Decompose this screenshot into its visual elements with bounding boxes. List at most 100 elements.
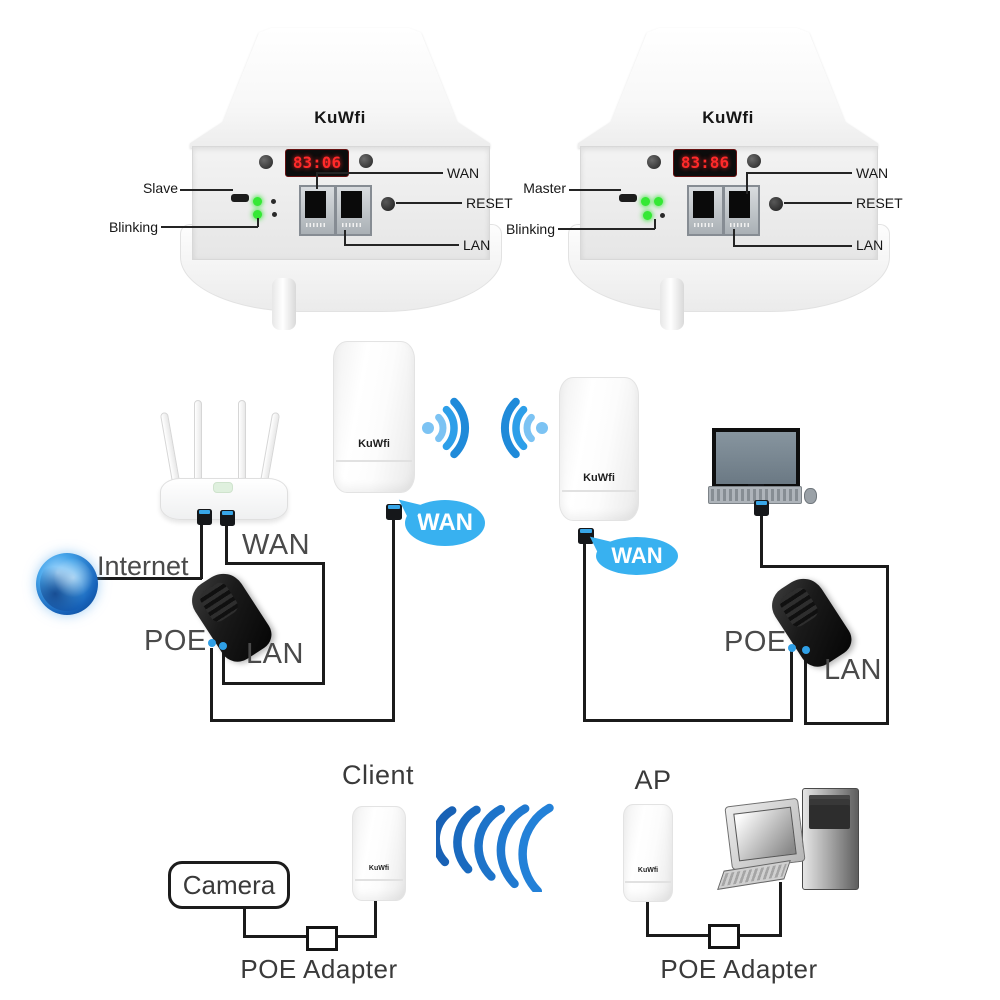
- wan-speech-bubble: WAN: [405, 500, 485, 546]
- lan-label: LAN: [246, 638, 304, 670]
- wifi-signal-left-icon: [500, 397, 548, 459]
- callout-line: [396, 202, 462, 204]
- monitor: [712, 428, 800, 488]
- lan-label: LAN: [824, 654, 882, 686]
- ethernet-cable: [210, 719, 395, 722]
- cpe-device-master: KuWfi 83:86: [558, 28, 898, 330]
- screw-icon: [647, 155, 661, 169]
- indicator-dot: [660, 213, 665, 218]
- ethernet-cable: [583, 719, 793, 722]
- ethernet-cable: [222, 649, 225, 685]
- wan-label: WAN: [856, 165, 889, 181]
- pc-tower: [802, 788, 859, 890]
- callout-line: [558, 228, 655, 230]
- mode-switch[interactable]: [231, 194, 249, 202]
- callout-line: [180, 189, 233, 191]
- device-seam: [625, 881, 671, 883]
- reset-button[interactable]: [769, 197, 783, 211]
- device-top-cover: [190, 28, 490, 148]
- poe-port-dot: [788, 644, 796, 652]
- poe-label: POE: [724, 626, 787, 658]
- status-led: [654, 197, 663, 206]
- mount-pole: [272, 278, 296, 330]
- master-label: Master: [523, 180, 566, 196]
- ethernet-cable: [790, 649, 793, 722]
- poe-adapter-label: POE Adapter: [660, 954, 818, 984]
- blinking-label: Blinking: [108, 219, 158, 235]
- lan-label: LAN: [856, 237, 884, 253]
- ethernet-cable: [243, 935, 309, 938]
- poe-adapter-symbol: [306, 926, 338, 951]
- internet-globe-icon: [36, 553, 98, 615]
- poe-port-dot: [208, 639, 216, 647]
- cpe-ap-unit: KuWfi: [623, 804, 673, 902]
- mount-pole: [660, 278, 684, 330]
- cpe-outdoor-unit: KuWfi: [333, 341, 415, 493]
- cpe-device-slave: KuWfi 83:06: [170, 28, 510, 330]
- reset-button[interactable]: [381, 197, 395, 211]
- status-led: [253, 197, 262, 206]
- device-seam: [562, 490, 636, 492]
- ethernet-cable: [760, 565, 889, 568]
- ethernet-cable: [243, 900, 246, 938]
- rj45-plug: [754, 500, 769, 516]
- callout-line: [733, 229, 735, 246]
- wifi-signal-right-icon: [422, 397, 470, 459]
- router-antenna: [238, 400, 246, 480]
- router-wan-label: WAN: [242, 529, 311, 561]
- desktop-computer-tower: [717, 784, 867, 894]
- ethernet-cable: [646, 934, 711, 937]
- ethernet-cable: [886, 565, 889, 725]
- blinking-label: Blinking: [505, 221, 555, 237]
- slave-label: Slave: [142, 180, 178, 196]
- callout-line: [344, 230, 346, 245]
- rj45-plug: [220, 510, 235, 526]
- lan-port-dot: [802, 646, 810, 654]
- internet-label: Internet: [97, 551, 189, 581]
- callout-line: [316, 172, 318, 189]
- brand-logo: KuWfi: [368, 865, 390, 872]
- ethernet-cable: [804, 652, 807, 725]
- ethernet-cable: [330, 935, 377, 938]
- ethernet-cable: [210, 648, 213, 722]
- cpe-outdoor-unit: KuWfi: [559, 377, 639, 521]
- desktop-computer: [708, 428, 818, 520]
- wan-port[interactable]: [299, 185, 336, 236]
- ethernet-cable: [225, 524, 228, 564]
- lan-port[interactable]: [335, 185, 372, 236]
- device-seam: [354, 879, 404, 881]
- device-port-panel: 83:06: [192, 146, 490, 260]
- crt-monitor: [724, 797, 806, 871]
- ethernet-cable: [374, 896, 377, 938]
- brand-logo: KuWfi: [583, 472, 615, 484]
- poe-adapter-label: POE Adapter: [240, 954, 398, 984]
- ethernet-cable: [779, 882, 782, 937]
- reset-label: RESET: [856, 195, 903, 211]
- brand-logo: KuWfi: [358, 438, 390, 450]
- ethernet-cable: [646, 897, 649, 937]
- wifi-signal-icons: [422, 397, 548, 459]
- screw-icon: [259, 155, 273, 169]
- router-antenna: [194, 400, 202, 480]
- wan-port[interactable]: [687, 185, 724, 236]
- device-top-cover: [578, 28, 878, 148]
- lan-port-dot: [219, 642, 227, 650]
- lan-port[interactable]: [723, 185, 760, 236]
- brand-logo: KuWfi: [314, 108, 366, 127]
- status-led: [641, 197, 650, 206]
- callout-line: [161, 226, 258, 228]
- client-label: Client: [341, 760, 415, 790]
- callout-line: [746, 172, 852, 174]
- indicator-dot: [272, 212, 277, 217]
- camera-label: Camera: [182, 870, 276, 900]
- ethernet-cable: [760, 515, 763, 568]
- ethernet-cable: [583, 543, 586, 722]
- screw-icon: [359, 154, 373, 168]
- ethernet-cable: [732, 934, 782, 937]
- lan-label: LAN: [463, 237, 491, 253]
- poe-label: POE: [144, 625, 207, 657]
- mode-switch[interactable]: [619, 194, 637, 202]
- reset-label: RESET: [466, 195, 513, 211]
- brand-logo: KuWfi: [702, 108, 754, 127]
- router-antenna: [259, 411, 281, 485]
